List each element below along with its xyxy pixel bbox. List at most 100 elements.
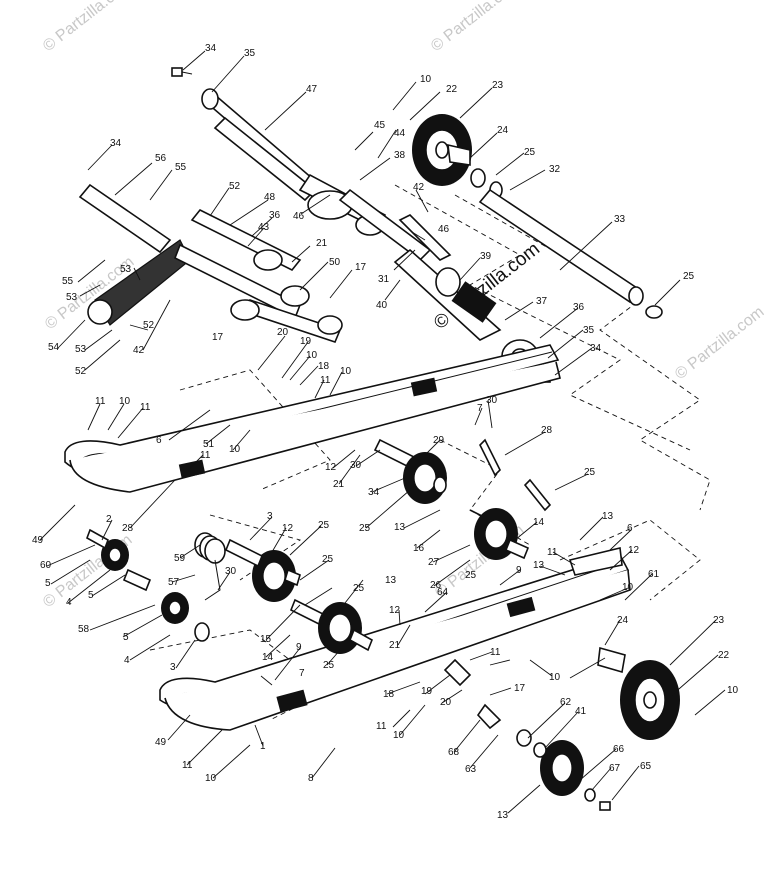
callout-number: 56	[155, 153, 167, 164]
callout-number: 52	[75, 366, 87, 377]
callout-number: 30	[350, 460, 362, 471]
callout-number: 11	[547, 547, 558, 558]
callout-number: 59	[174, 553, 186, 564]
callout-number: 58	[78, 624, 90, 635]
callout-number: 25	[322, 554, 334, 565]
callout-number: 48	[264, 192, 276, 203]
callout-number: 66	[613, 744, 625, 755]
callout-number: 10	[340, 366, 352, 377]
callout-number: 46	[438, 224, 450, 235]
callout-number: 23	[713, 615, 725, 626]
callout-number: 42	[133, 345, 145, 356]
front-arm	[78, 183, 343, 343]
callout-number: 25	[465, 570, 477, 581]
callout-number: 68	[448, 747, 460, 758]
idler-wheel-small	[516, 729, 611, 811]
front-torque-arm	[298, 173, 452, 262]
callout-number: 21	[316, 238, 328, 249]
callout-number: 10	[205, 773, 217, 784]
callout-number: 11	[376, 721, 387, 732]
watermark: © Partzilla.com	[40, 0, 135, 55]
callout-number: 13	[533, 560, 545, 571]
axle	[224, 538, 264, 568]
leader-lines	[39, 50, 726, 814]
callout-number: 13	[394, 522, 406, 533]
callout-number: 27	[428, 557, 440, 568]
callout-number: 14	[533, 517, 545, 528]
callout-number: 17	[212, 332, 224, 343]
callout-number: 67	[609, 763, 621, 774]
callout-number: 11	[182, 760, 193, 771]
rear-bracket	[568, 547, 623, 576]
callout-number: 39	[480, 251, 492, 262]
callout-number: 3	[170, 662, 176, 673]
callout-number: 20	[440, 697, 452, 708]
callout-number: 25	[683, 271, 695, 282]
callout-number: 36	[269, 210, 281, 221]
idler-wheel-bottom	[597, 646, 680, 740]
callout-number: 11	[490, 647, 501, 658]
bushing	[476, 703, 502, 730]
callout-number: 5	[45, 578, 51, 589]
callout-number: 30	[486, 395, 498, 406]
callout-number: 7	[477, 403, 483, 414]
bracket	[479, 438, 501, 477]
callout-number: 13	[602, 511, 614, 522]
callout-number: 35	[583, 325, 595, 336]
callout-number: 51	[203, 439, 215, 450]
callout-number: 63	[465, 764, 477, 775]
callout-number: 28	[541, 425, 553, 436]
callout-number: 22	[446, 84, 458, 95]
callout-number: 36	[573, 302, 585, 313]
callout-number: 10	[393, 730, 405, 741]
bushing	[443, 658, 472, 687]
idler-wheel-top	[412, 114, 472, 186]
torsion-spring	[194, 532, 226, 601]
callout-number: 53	[75, 344, 87, 355]
callout-number: 24	[497, 125, 509, 136]
slide-rails	[64, 344, 631, 731]
callout-number: 25	[359, 523, 371, 534]
callout-number: 2	[106, 514, 112, 525]
callout-number: 11	[200, 450, 211, 461]
callout-number: 4	[124, 655, 130, 666]
upper-assembly	[78, 67, 663, 383]
callout-number: 34	[368, 487, 380, 498]
callout-number: 65	[640, 761, 652, 772]
rail-far	[64, 344, 561, 493]
callout-number: 9	[516, 565, 522, 576]
callout-number: 54	[48, 342, 60, 353]
callout-number: 52	[229, 181, 241, 192]
callout-number: 12	[282, 523, 294, 534]
watermark: © Partzilla.com	[428, 0, 523, 55]
callout-number: 55	[62, 276, 74, 287]
callout-number: 10	[306, 350, 318, 361]
callout-number: 18	[383, 689, 395, 700]
callout-number: 41	[575, 706, 587, 717]
wheel	[252, 550, 301, 602]
callout-number: 45	[374, 120, 386, 131]
callout-number: 29	[433, 435, 445, 446]
callout-number: 9	[296, 642, 302, 653]
callout-number: 61	[648, 569, 660, 580]
wheel	[161, 592, 189, 624]
callout-number: 17	[514, 683, 526, 694]
lower-right-wheels	[443, 646, 680, 811]
callout-number: 60	[40, 560, 52, 571]
callout-number: 52	[143, 320, 155, 331]
callout-number: 25	[584, 467, 596, 478]
callout-number: 25	[353, 583, 365, 594]
callout-number: 13	[385, 575, 397, 586]
callout-number: 53	[66, 292, 78, 303]
rear-arm	[393, 248, 502, 341]
callout-number: 22	[718, 650, 730, 661]
callout-number: 8	[308, 773, 314, 784]
callout-number: 10	[420, 74, 432, 85]
callout-number: 10	[727, 685, 739, 696]
wheel	[318, 602, 374, 654]
callout-number: 40	[376, 300, 388, 311]
callout-number: 44	[394, 128, 406, 139]
callout-number: 1	[260, 741, 266, 752]
callout-number: 49	[32, 535, 44, 546]
